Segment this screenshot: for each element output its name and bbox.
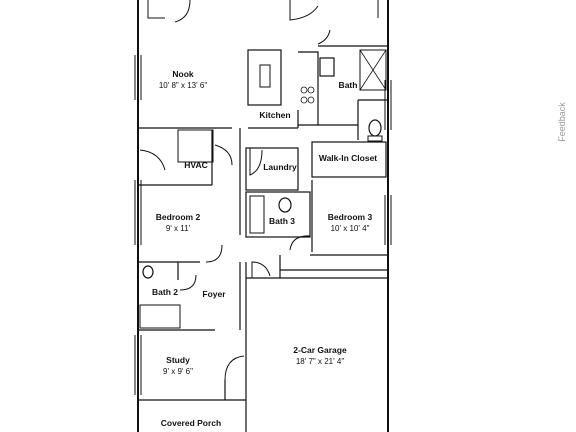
master-bath [318, 45, 388, 142]
room-dims: 10' x 10' 4" [330, 224, 370, 233]
room-label-laundry: Laundry [263, 162, 297, 173]
feedback-label: Feedback [557, 102, 567, 142]
windows [134, 55, 392, 395]
room-label-porch: Covered Porch [161, 418, 221, 429]
room-name: Bedroom 3 [327, 212, 373, 222]
room-label-kitchen: Kitchen [259, 110, 290, 121]
room-label-nook: Nook 10' 8" x 13' 6" [159, 69, 207, 91]
room-name: Study [166, 355, 190, 365]
study-room [138, 262, 246, 401]
kitchen-area [247, 49, 319, 129]
room-label-bath3: Bath 3 [269, 216, 295, 227]
garage [245, 255, 388, 432]
room-label-bath2: Bath 2 [152, 287, 178, 298]
room-name: Covered Porch [160, 418, 222, 428]
bath3-room [245, 191, 311, 238]
room-label-bath: Bath [339, 80, 358, 91]
bath2-room [137, 262, 197, 330]
room-dims: 9' x 9' 6" [163, 367, 193, 376]
room-label-walk-in-closet: Walk-In Closet [319, 153, 377, 164]
hvac-room [138, 127, 233, 186]
room-name: Walk-In Closet [318, 153, 378, 163]
room-label-foyer: Foyer [202, 289, 225, 300]
room-label-bedroom2: Bedroom 2 9' x 11' [156, 212, 200, 234]
room-label-garage: 2-Car Garage 18' 7" x 21' 4" [293, 345, 346, 367]
outer-walls [137, 0, 389, 432]
top-doors [147, 0, 379, 45]
room-label-hvac: HVAC [184, 160, 207, 171]
room-name: Bath [338, 80, 358, 90]
room-name: Kitchen [259, 110, 291, 120]
room-name: Bedroom 2 [155, 212, 201, 222]
room-name: Nook [172, 69, 194, 79]
feedback-button[interactable]: Feedback [552, 96, 572, 148]
room-name: 2-Car Garage [293, 345, 347, 355]
bedroom3-walls [289, 180, 388, 256]
room-name: HVAC [184, 160, 208, 170]
room-label-study: Study 9' x 9' 6" [163, 355, 193, 377]
bedroom2-walls [138, 128, 241, 263]
laundry-room [245, 147, 299, 191]
room-dims: 18' 7" x 21' 4" [295, 357, 345, 366]
room-name: Laundry [263, 162, 297, 172]
room-name: Foyer [202, 289, 226, 299]
room-dims: 10' 8" x 13' 6" [158, 81, 208, 90]
walk-in-closet [311, 141, 387, 178]
room-name: Bath 2 [152, 287, 178, 297]
room-dims: 9' x 11' [165, 224, 191, 233]
room-label-bedroom3: Bedroom 3 10' x 10' 4" [328, 212, 372, 234]
room-name: Bath 3 [269, 216, 295, 226]
